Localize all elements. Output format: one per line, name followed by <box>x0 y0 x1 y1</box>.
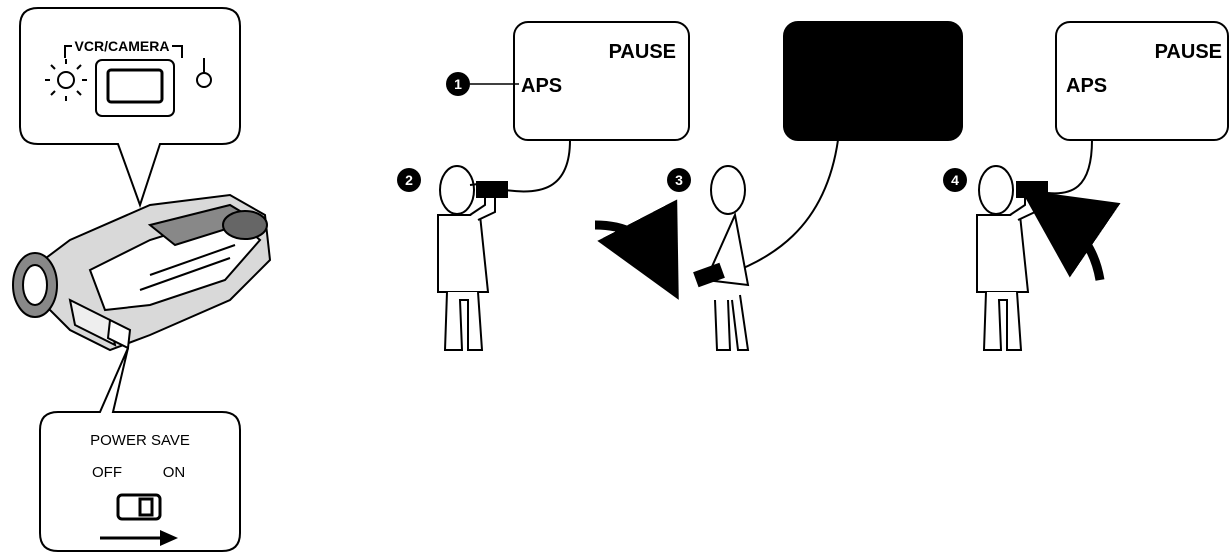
cable-1 <box>504 139 571 193</box>
marker-3: 3 <box>667 168 691 192</box>
svg-text:2: 2 <box>405 172 413 188</box>
power-save-callout: POWER SAVE OFF ON <box>39 347 241 552</box>
cable-3 <box>1047 139 1093 195</box>
screen-1-status: PAUSE <box>609 41 676 63</box>
marker-4: 4 <box>943 168 967 192</box>
indicator-led <box>196 72 212 88</box>
vcr-camera-callout: VCR/CAMERA <box>19 7 241 209</box>
person-icon <box>976 165 1048 351</box>
person-icon <box>693 165 750 351</box>
lamp-icon <box>45 59 87 101</box>
power-save-on-label: ON <box>163 464 186 481</box>
vcr-camera-label: VCR/CAMERA <box>75 38 170 54</box>
marker-1: 1 <box>446 72 470 96</box>
power-save-title: POWER SAVE <box>90 432 190 449</box>
curved-arrow-down-icon <box>594 199 679 300</box>
power-save-off-label: OFF <box>92 464 122 481</box>
svg-text:1: 1 <box>454 76 462 92</box>
viewfinder-screen-2 <box>783 21 963 141</box>
screen-1-mode: APS <box>521 75 562 97</box>
vcr-camera-button[interactable] <box>95 59 175 117</box>
screen-3-mode: APS <box>1066 75 1107 97</box>
curved-arrow-up-icon <box>1020 189 1121 281</box>
screen-3-status: PAUSE <box>1155 41 1222 63</box>
power-save-switch[interactable] <box>116 493 162 521</box>
camcorder-icon <box>12 193 272 352</box>
marker-2: 2 <box>397 168 421 192</box>
svg-text:4: 4 <box>951 172 959 188</box>
arrow-right-icon <box>100 530 178 546</box>
viewfinder-screen-1: PAUSE APS <box>470 21 690 141</box>
svg-text:3: 3 <box>675 172 683 188</box>
viewfinder-screen-3: PAUSE APS <box>1055 21 1229 141</box>
person-icon <box>437 165 508 351</box>
